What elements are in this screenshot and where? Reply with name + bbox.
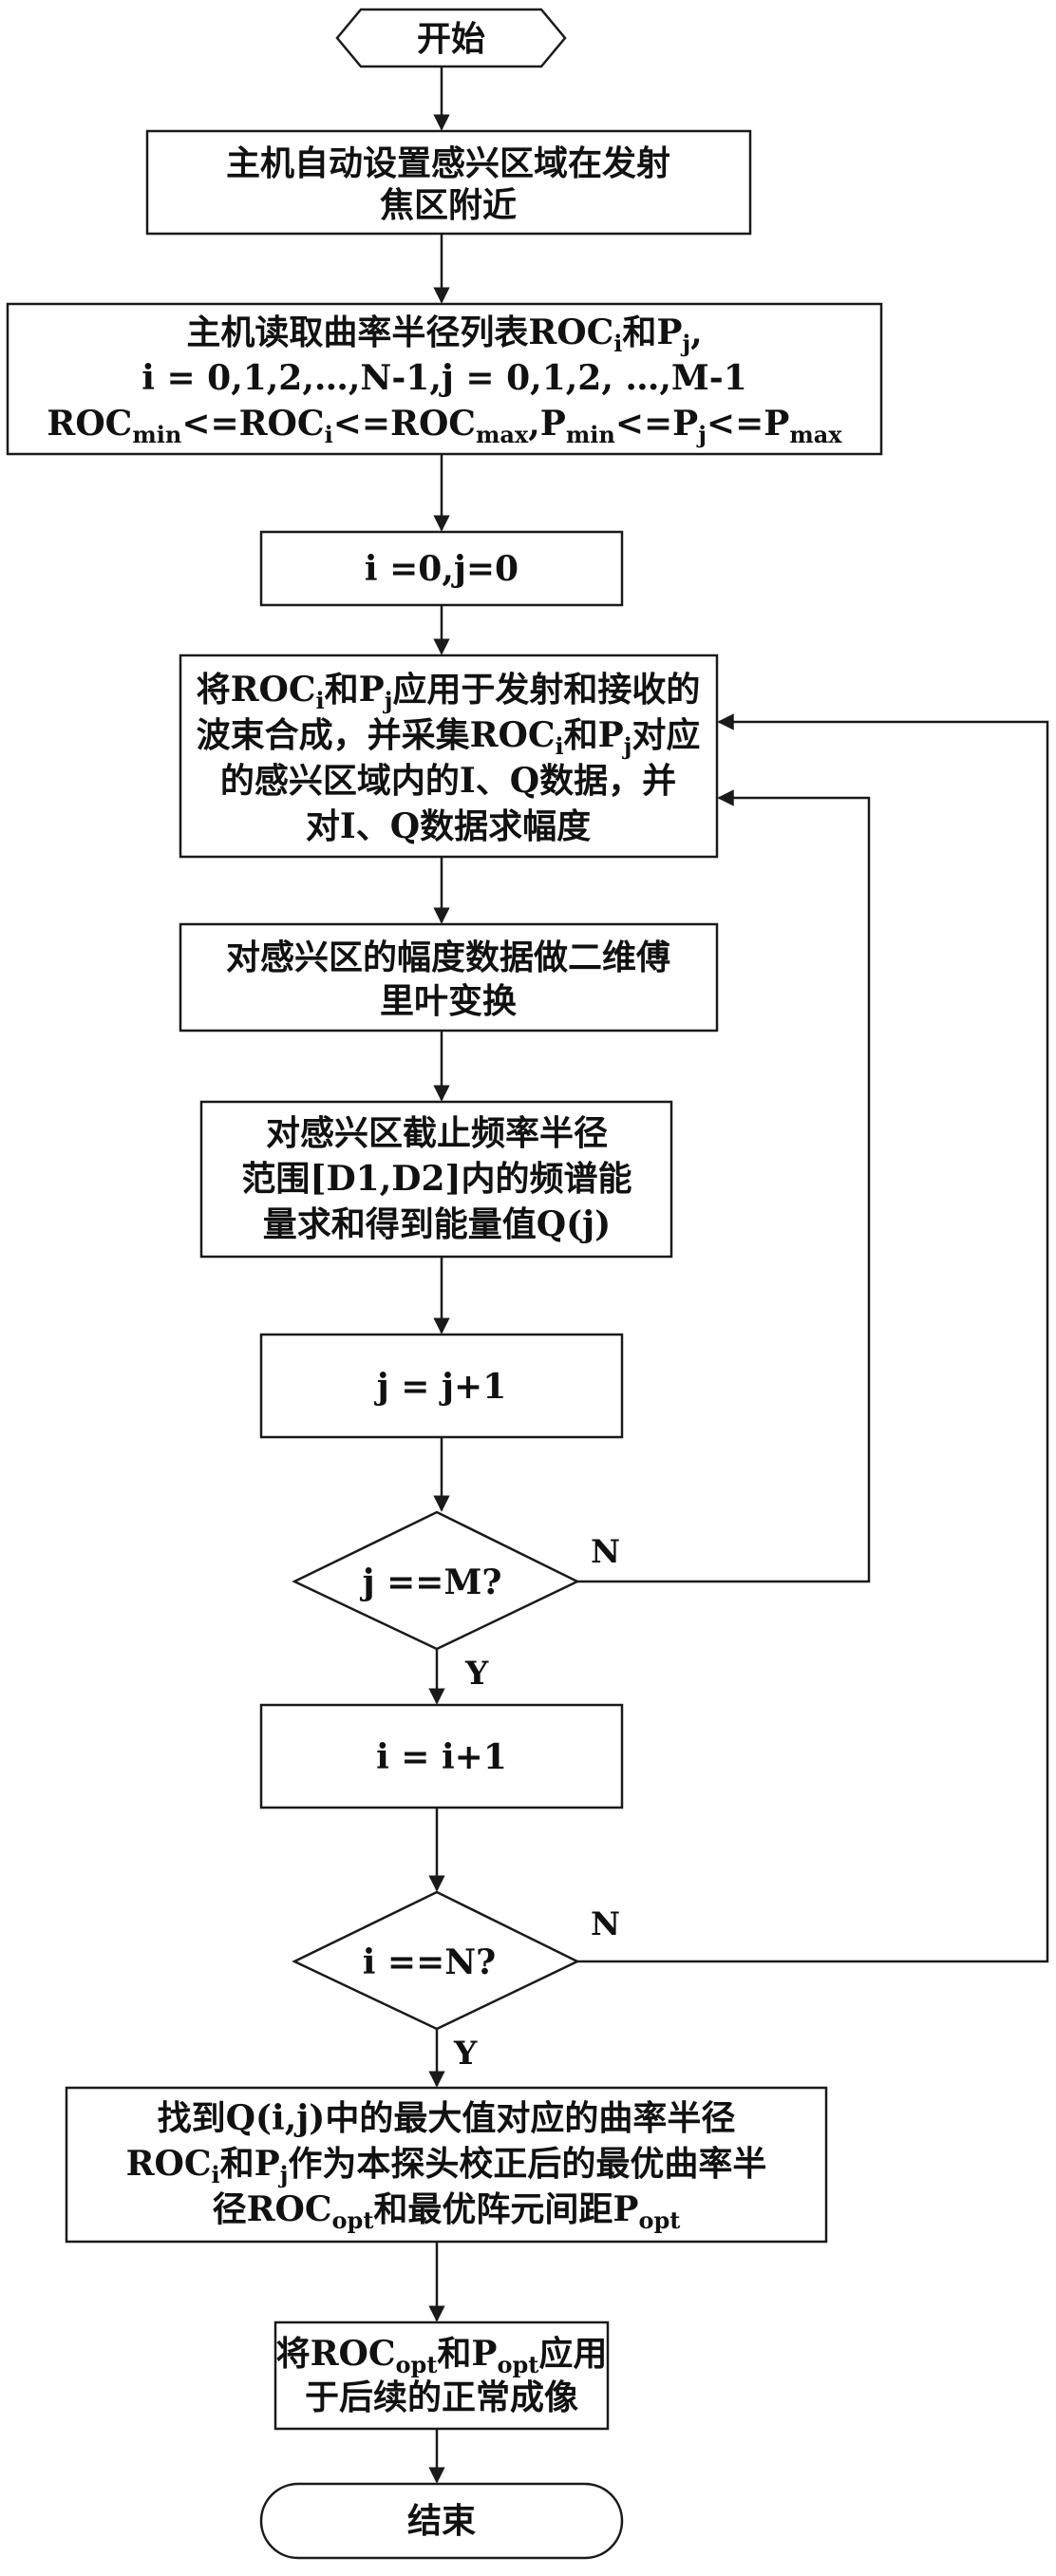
decj-yes-label: Y: [464, 1655, 489, 1693]
deci-yes-label: Y: [453, 2035, 478, 2073]
edge-deci-no-loop: [577, 722, 1047, 1961]
decj-text: j ==M?: [360, 1563, 502, 1602]
deci-text: i ==N?: [363, 1942, 497, 1982]
end-label: 结束: [407, 2501, 476, 2541]
start-label: 开始: [417, 19, 485, 59]
deci-no-label: N: [591, 1905, 620, 1943]
inci-text: i = i+1: [376, 1737, 507, 1777]
init-text: i =0,j=0: [365, 549, 519, 589]
step5-text: 对感兴区截止频率半径范围[D1,D2]内的频谱能量求和得到能量值Q(j): [241, 1113, 632, 1244]
incj-text: j = j+1: [374, 1367, 507, 1407]
decj-no-label: N: [591, 1533, 620, 1571]
step6-text: 找到Q(i,j)中的最大值对应的曲率半径ROCi​和Pj​作为本探头校正后的最优…: [126, 2098, 767, 2234]
